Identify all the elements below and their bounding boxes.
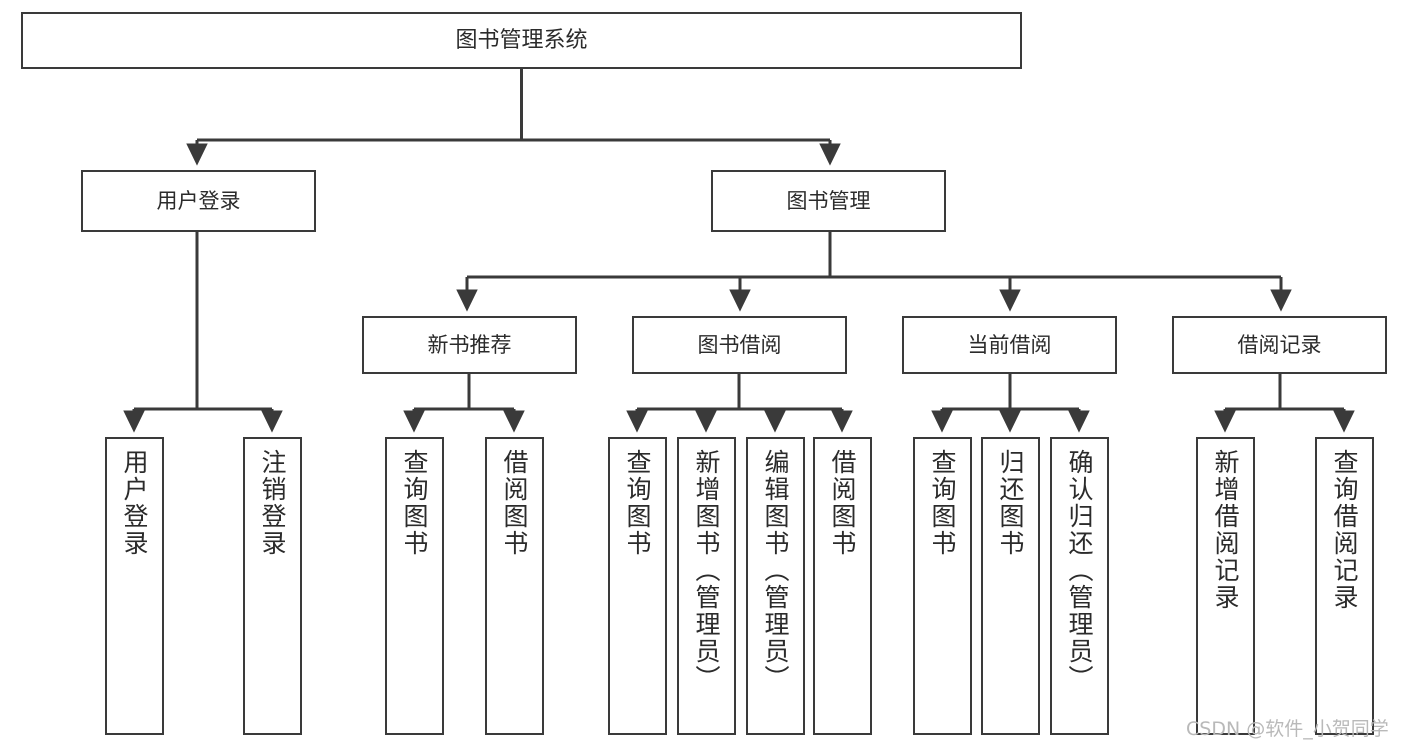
- leaf-user-login-label: 用户登录: [120, 449, 149, 557]
- leaf-confirm-return-admin-label: 确认归还（管理员）: [1065, 449, 1094, 692]
- leaf-borrow-book-recommend-label: 借阅图书: [500, 449, 529, 557]
- node-current-borrow[interactable]: 当前借阅: [902, 316, 1117, 374]
- leaf-query-book-borrow-label: 查询图书: [623, 449, 652, 557]
- leaf-user-logout[interactable]: 注销登录: [243, 437, 302, 735]
- leaf-query-book-current[interactable]: 查询图书: [913, 437, 972, 735]
- leaf-edit-book-admin[interactable]: 编辑图书（管理员）: [746, 437, 805, 735]
- node-root-label: 图书管理系统: [455, 27, 588, 53]
- leaf-user-logout-label: 注销登录: [258, 449, 287, 557]
- leaf-query-borrow-record[interactable]: 查询借阅记录: [1315, 437, 1374, 735]
- leaf-borrow-book-recommend[interactable]: 借阅图书: [485, 437, 544, 735]
- node-book-borrow-label: 图书借阅: [697, 332, 782, 357]
- node-current-borrow-label: 当前借阅: [967, 332, 1052, 357]
- node-book-management[interactable]: 图书管理: [711, 170, 946, 232]
- leaf-borrow-book[interactable]: 借阅图书: [813, 437, 872, 735]
- node-book-management-label: 图书管理: [786, 188, 871, 213]
- leaf-return-book[interactable]: 归还图书: [981, 437, 1040, 735]
- leaf-query-borrow-record-label: 查询借阅记录: [1330, 449, 1359, 611]
- node-borrow-record-label: 借阅记录: [1237, 332, 1322, 357]
- node-borrow-record[interactable]: 借阅记录: [1172, 316, 1387, 374]
- node-new-book-recommend-label: 新书推荐: [427, 332, 512, 357]
- leaf-add-borrow-record-label: 新增借阅记录: [1211, 449, 1240, 611]
- node-new-book-recommend[interactable]: 新书推荐: [362, 316, 577, 374]
- leaf-query-book-current-label: 查询图书: [928, 449, 957, 557]
- node-book-borrow[interactable]: 图书借阅: [632, 316, 847, 374]
- leaf-add-book-admin[interactable]: 新增图书（管理员）: [677, 437, 736, 735]
- leaf-borrow-book-label: 借阅图书: [828, 449, 857, 557]
- node-user-login-label: 用户登录: [156, 188, 241, 213]
- leaf-edit-book-admin-label: 编辑图书（管理员）: [761, 449, 790, 692]
- node-root[interactable]: 图书管理系统: [21, 12, 1022, 69]
- leaf-query-book-borrow[interactable]: 查询图书: [608, 437, 667, 735]
- leaf-user-login[interactable]: 用户登录: [105, 437, 164, 735]
- leaf-query-book-recommend[interactable]: 查询图书: [385, 437, 444, 735]
- csdn-watermark: CSDN @软件_小贺同学: [1186, 718, 1389, 740]
- leaf-query-book-recommend-label: 查询图书: [400, 449, 429, 557]
- leaf-confirm-return-admin[interactable]: 确认归还（管理员）: [1050, 437, 1109, 735]
- leaf-add-book-admin-label: 新增图书（管理员）: [692, 449, 721, 692]
- node-user-login[interactable]: 用户登录: [81, 170, 316, 232]
- leaf-return-book-label: 归还图书: [996, 449, 1025, 557]
- leaf-add-borrow-record[interactable]: 新增借阅记录: [1196, 437, 1255, 735]
